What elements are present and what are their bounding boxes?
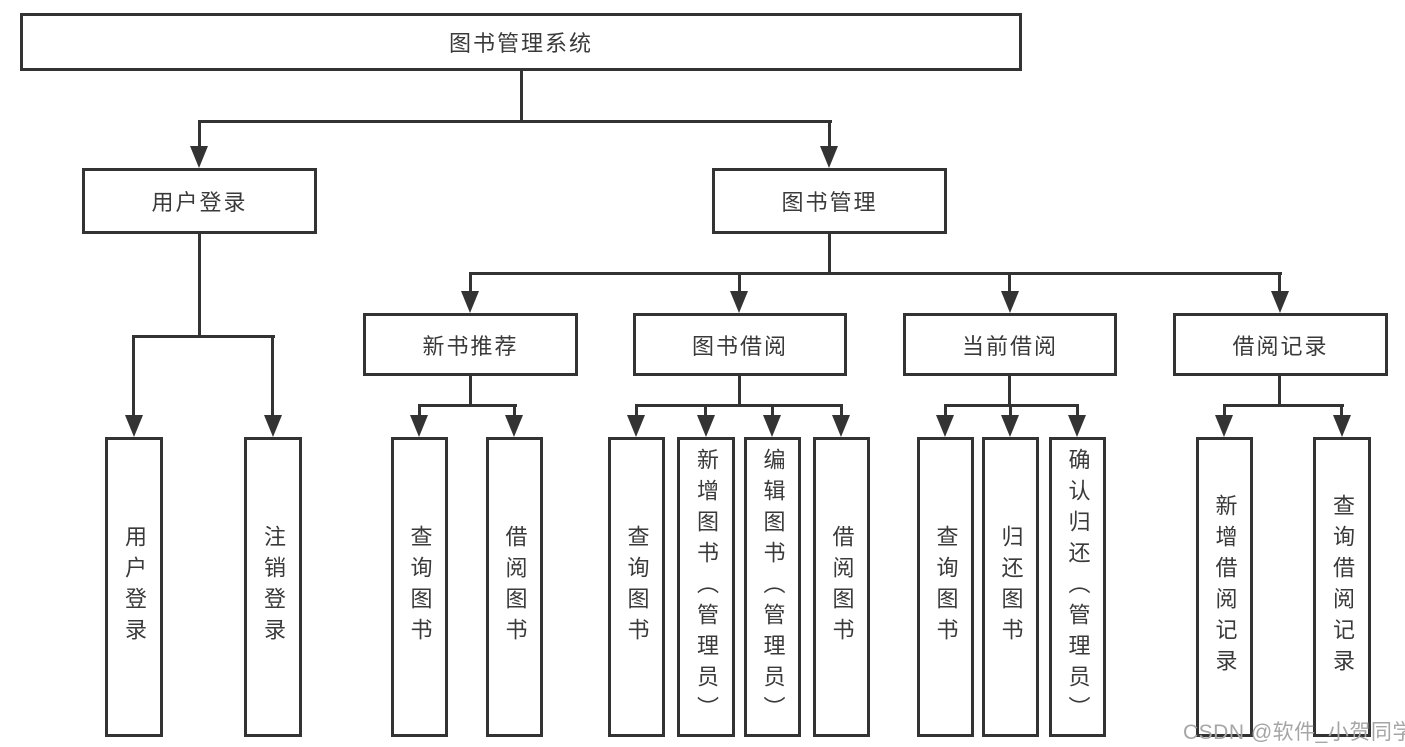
arrow-down-icon: [1215, 415, 1233, 437]
connector-line: [418, 404, 421, 417]
leaf-return-books-label: 归还图书: [998, 525, 1024, 649]
leaf-borrow-query-books: 查询图书: [608, 437, 665, 737]
node-new-book-recommend-label: 新书推荐: [422, 333, 519, 359]
connector-line: [513, 404, 516, 417]
leaf-return-books: 归还图书: [982, 437, 1039, 737]
connector-line: [198, 120, 201, 148]
arrow-down-icon: [832, 415, 850, 437]
node-book-borrow-label: 图书借阅: [691, 333, 788, 359]
leaf-current-query-books-label: 查询图书: [933, 525, 959, 649]
connector-line: [704, 404, 707, 417]
arrow-down-icon: [190, 146, 208, 168]
arrow-down-icon: [1271, 291, 1289, 313]
leaf-rec-borrow-books: 借阅图书: [486, 437, 543, 737]
connector-line: [132, 335, 275, 338]
connector-line: [1008, 374, 1011, 407]
connector-line: [944, 404, 947, 417]
leaf-query-borrow-record: 查询借阅记录: [1313, 437, 1371, 737]
connector-line: [520, 69, 523, 122]
connector-line: [1076, 404, 1079, 417]
leaf-borrow-query-books-label: 查询图书: [624, 525, 650, 649]
arrow-down-icon: [936, 415, 954, 437]
leaf-current-query-books: 查询图书: [917, 437, 974, 737]
connector-line: [198, 234, 201, 338]
connector-line: [469, 374, 472, 407]
connector-line: [271, 335, 274, 417]
arrow-down-icon: [125, 415, 143, 437]
leaf-add-books-admin-label: 新增图书（管理员）: [694, 447, 719, 727]
node-current-borrow: 当前借阅: [903, 313, 1117, 376]
leaf-user-login: 用户登录: [105, 437, 163, 737]
connector-line: [1009, 404, 1012, 417]
connector-line: [738, 374, 741, 407]
leaf-user-login-label: 用户登录: [122, 525, 147, 649]
arrow-down-icon: [820, 146, 838, 168]
connector-line: [469, 272, 1282, 275]
leaf-rec-borrow-books-label: 借阅图书: [502, 525, 528, 649]
connector-line: [1223, 404, 1226, 417]
node-current-borrow-label: 当前借阅: [961, 333, 1058, 359]
leaf-query-borrow-record-label: 查询借阅记录: [1330, 494, 1355, 680]
leaf-rec-query-books-label: 查询图书: [407, 525, 433, 649]
node-book-borrow: 图书借阅: [633, 313, 847, 376]
connector-line: [1340, 404, 1343, 417]
connector-line: [418, 404, 517, 407]
node-new-book-recommend: 新书推荐: [363, 313, 578, 376]
connector-line: [1278, 272, 1281, 293]
node-book-management-label: 图书管理: [781, 190, 878, 215]
connector-line: [635, 404, 843, 407]
node-user-login: 用户登录: [82, 168, 317, 234]
arrow-down-icon: [505, 415, 523, 437]
connector-line: [132, 335, 135, 417]
leaf-add-books-admin: 新增图书（管理员）: [677, 437, 735, 737]
leaf-edit-books-admin-label: 编辑图书（管理员）: [760, 447, 786, 727]
arrow-down-icon: [1068, 415, 1086, 437]
arrow-down-icon: [730, 291, 748, 313]
connector-line: [840, 404, 843, 417]
connector-line: [469, 272, 472, 293]
connector-line: [198, 120, 832, 123]
connector-line: [828, 120, 831, 148]
connector-line: [1278, 374, 1281, 407]
node-borrow-records: 借阅记录: [1173, 313, 1388, 376]
connector-line: [828, 234, 831, 275]
node-root-label: 图书管理系统: [448, 31, 593, 56]
leaf-add-borrow-record: 新增借阅记录: [1196, 437, 1253, 737]
connector-line: [771, 404, 774, 417]
arrow-down-icon: [1001, 415, 1019, 437]
leaf-confirm-return-admin-label: 确认归还（管理员）: [1065, 447, 1091, 727]
leaf-edit-books-admin: 编辑图书（管理员）: [744, 437, 801, 737]
leaf-rec-query-books: 查询图书: [391, 437, 448, 737]
connector-line: [1223, 404, 1344, 407]
leaf-confirm-return-admin: 确认归还（管理员）: [1049, 437, 1106, 737]
connector-line: [635, 404, 638, 417]
arrow-down-icon: [697, 415, 715, 437]
node-root: 图书管理系统: [20, 13, 1022, 71]
arrow-down-icon: [627, 415, 645, 437]
leaf-borrow-books: 借阅图书: [813, 437, 870, 737]
csdn-watermark: CSDN @软件_小贺同学: [1183, 721, 1405, 744]
arrow-down-icon: [264, 415, 282, 437]
leaf-add-borrow-record-label: 新增借阅记录: [1212, 494, 1238, 680]
leaf-logout: 注销登录: [244, 437, 302, 737]
leaf-borrow-books-label: 借阅图书: [829, 525, 855, 649]
arrow-down-icon: [763, 415, 781, 437]
arrow-down-icon: [461, 291, 479, 313]
arrow-down-icon: [410, 415, 428, 437]
connector-line: [738, 272, 741, 293]
node-borrow-records-label: 借阅记录: [1232, 333, 1329, 359]
arrow-down-icon: [1333, 415, 1351, 437]
leaf-logout-label: 注销登录: [261, 525, 286, 649]
connector-line: [1008, 272, 1011, 293]
node-book-management: 图书管理: [712, 168, 947, 234]
node-user-login-label: 用户登录: [151, 190, 248, 215]
arrow-down-icon: [1001, 291, 1019, 313]
